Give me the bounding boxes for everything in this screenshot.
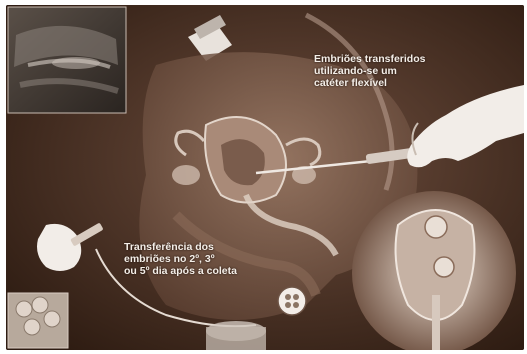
ultrasound-image <box>8 7 126 113</box>
illustration-frame: Embriões transferidos utilizando-se um c… <box>6 5 524 350</box>
transfer-days-caption-line3: ou 5º dia após a coleta <box>124 265 237 277</box>
catheter-caption-line2: utilizando-se um <box>314 65 425 77</box>
catheter-caption-line1: Embriões transferidos <box>314 53 425 65</box>
transfer-days-caption-line2: embriões no 2º, 3º <box>124 253 237 265</box>
catheter-caption-line3: catéter flexível <box>314 77 425 89</box>
transfer-days-caption: Transferência dos embriões no 2º, 3º ou … <box>124 241 237 277</box>
petri-dish <box>206 321 266 350</box>
embryo-dish-image <box>8 293 68 348</box>
transfer-days-caption-line1: Transferência dos <box>124 241 237 253</box>
embryo-cells-icon <box>278 287 306 315</box>
catheter-caption: Embriões transferidos utilizando-se um c… <box>314 53 425 89</box>
uterus-zoom-detail <box>352 191 516 350</box>
ivf-transfer-illustration <box>6 5 524 350</box>
